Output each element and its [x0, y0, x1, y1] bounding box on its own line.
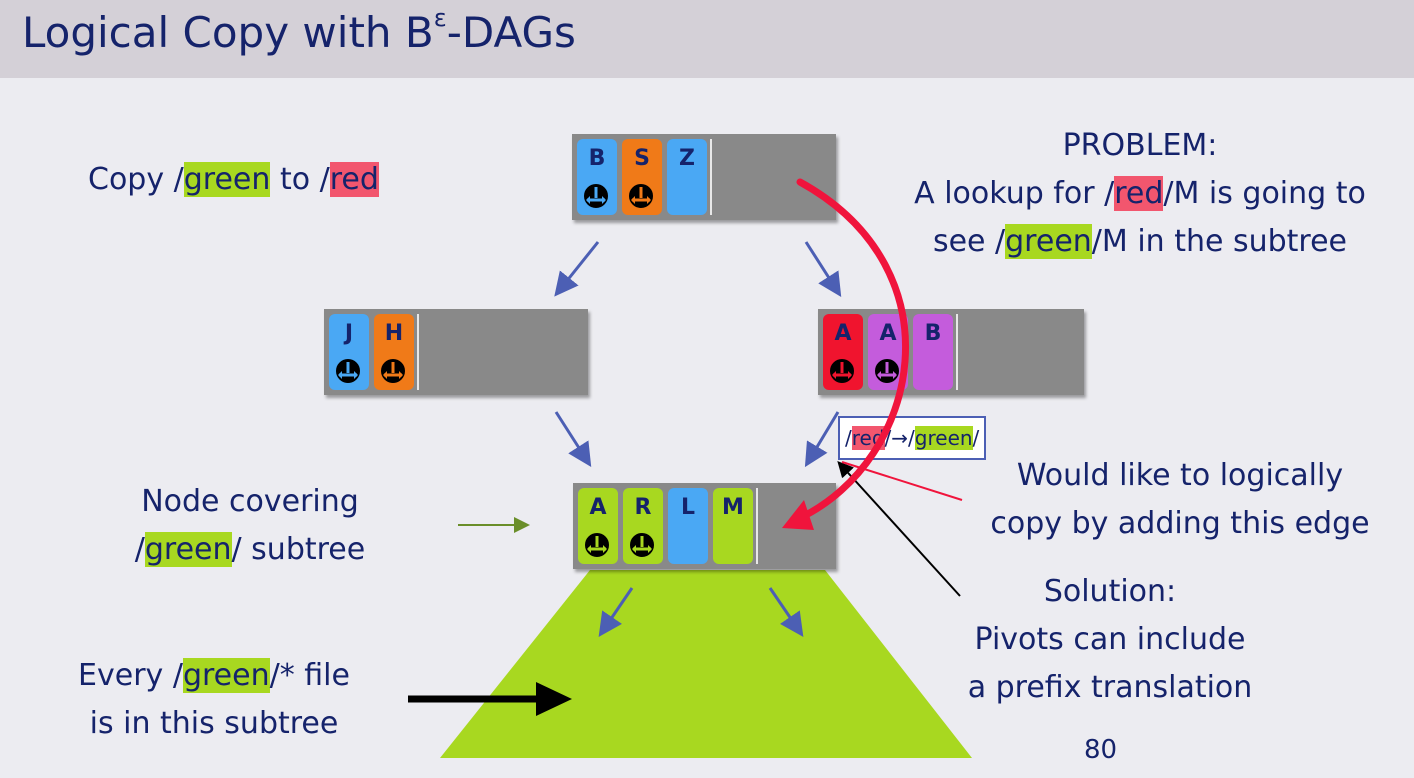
- pivot-label: M: [722, 495, 744, 520]
- pivot-label: S: [634, 146, 650, 171]
- child-pointer-icon: [334, 357, 362, 385]
- every-line1-post: /* file: [269, 658, 350, 693]
- pivot-label: A: [589, 495, 607, 520]
- pivot-label: A: [834, 321, 852, 346]
- node-covering-line2: /green/ subtree: [100, 526, 400, 574]
- would-like-line1: Would like to logically: [1016, 458, 1344, 493]
- pivot-root-2: Z: [667, 139, 707, 215]
- problem-line3-post: /M in the subtree: [1091, 224, 1348, 259]
- edge-label-green-highlight: green: [914, 426, 973, 450]
- pivot-separator: [417, 314, 419, 390]
- problem-line3-pre: see /: [932, 224, 1006, 259]
- every-file-text: Every /green/* file is in this subtree: [54, 652, 374, 748]
- edge-label-post: /: [972, 426, 980, 450]
- pivot-bottom-0: A: [578, 488, 618, 564]
- problem-text: PROBLEM: A lookup for /red/M is going to…: [870, 122, 1410, 266]
- edge-root-right: [804, 241, 842, 298]
- node-covering-line2-post: / subtree: [231, 532, 366, 567]
- problem-line2-post: /M is going to: [1163, 176, 1366, 211]
- pivot-label: A: [879, 321, 897, 346]
- child-pointer-icon: [583, 531, 611, 559]
- copy-text: Copy /green to /red: [88, 156, 379, 204]
- prefix-translation-label: /red/→/green/: [838, 416, 987, 460]
- pivot-label: R: [634, 495, 652, 520]
- edge-root-left: [554, 241, 600, 297]
- child-pointer-icon: [828, 357, 856, 385]
- node-covering-text: Node covering /green/ subtree: [100, 478, 400, 574]
- pivot-label: B: [924, 321, 942, 346]
- pivot-separator: [710, 139, 712, 215]
- edge-label-red-highlight: red: [851, 426, 885, 450]
- copy-text-mid: to /: [270, 162, 330, 197]
- child-pointer-icon: [873, 357, 901, 385]
- pivot-bottom-3: M: [713, 488, 753, 564]
- pivot-right-0: A: [823, 314, 863, 390]
- node-covering-green-highlight: green: [144, 532, 232, 567]
- edge-label-mid: /→/: [884, 426, 915, 450]
- pivot-left-0: J: [329, 314, 369, 390]
- pivot-right-1: A: [868, 314, 908, 390]
- title-main: Logical Copy with B: [22, 8, 434, 57]
- would-like-text: Would like to logically copy by adding t…: [960, 452, 1400, 548]
- every-file-line2: is in this subtree: [89, 706, 339, 741]
- solution-text: Solution: Pivots can include a prefix tr…: [940, 568, 1280, 712]
- solution-heading: Solution:: [1043, 574, 1177, 609]
- pivot-label: B: [588, 146, 606, 171]
- node-covering-line1: Node covering: [141, 484, 359, 519]
- problem-line2-pre: A lookup for /: [914, 176, 1115, 211]
- problem-heading: PROBLEM:: [1062, 128, 1218, 163]
- solution-line3: a prefix translation: [967, 670, 1253, 705]
- slide-header: Logical Copy with Bε-DAGs: [0, 0, 1414, 78]
- child-pointer-icon: [379, 357, 407, 385]
- pivot-bottom-2: L: [668, 488, 708, 564]
- pivot-label: J: [344, 321, 354, 346]
- slide-title: Logical Copy with Bε-DAGs: [22, 4, 576, 57]
- every-line1-pre: Every /: [78, 658, 183, 693]
- copy-green-highlight: green: [183, 162, 271, 197]
- edge-label-pre: /: [845, 426, 852, 450]
- pivot-bottom-1: R: [623, 488, 663, 564]
- page-number: 80: [1084, 735, 1118, 765]
- copy-red-highlight: red: [329, 162, 379, 197]
- edge-right-bottom: [804, 411, 840, 468]
- solution-line2: Pivots can include: [974, 622, 1246, 657]
- pivot-root-1: S: [622, 139, 662, 215]
- problem-red-highlight: red: [1114, 176, 1164, 211]
- problem-line2: A lookup for /red/M is going to: [870, 170, 1410, 218]
- child-pointer-icon: [627, 182, 655, 210]
- title-tail: -DAGs: [446, 8, 576, 57]
- every-green-highlight: green: [182, 658, 270, 693]
- every-file-line1: Every /green/* file: [54, 652, 374, 700]
- would-like-pointer-line: [841, 461, 963, 501]
- pivot-right-2: B: [913, 314, 953, 390]
- child-pointer-icon: [582, 182, 610, 210]
- copy-text-pre: Copy /: [88, 162, 184, 197]
- pivot-separator: [956, 314, 958, 390]
- edge-left-bottom: [554, 411, 592, 468]
- subtree-triangle: [440, 570, 972, 758]
- node-covering-line2-pre: /: [134, 532, 145, 567]
- would-like-line2: copy by adding this edge: [990, 506, 1370, 541]
- pivot-label: Z: [679, 146, 695, 171]
- title-superscript: ε: [433, 4, 447, 32]
- pivot-label: H: [384, 321, 404, 346]
- pivot-left-1: H: [374, 314, 414, 390]
- child-pointer-icon: [628, 531, 656, 559]
- pivot-root-0: B: [577, 139, 617, 215]
- pivot-separator: [756, 488, 758, 564]
- problem-green-highlight: green: [1005, 224, 1092, 259]
- problem-line3: see /green/M in the subtree: [870, 218, 1410, 266]
- pivot-label: L: [680, 495, 696, 520]
